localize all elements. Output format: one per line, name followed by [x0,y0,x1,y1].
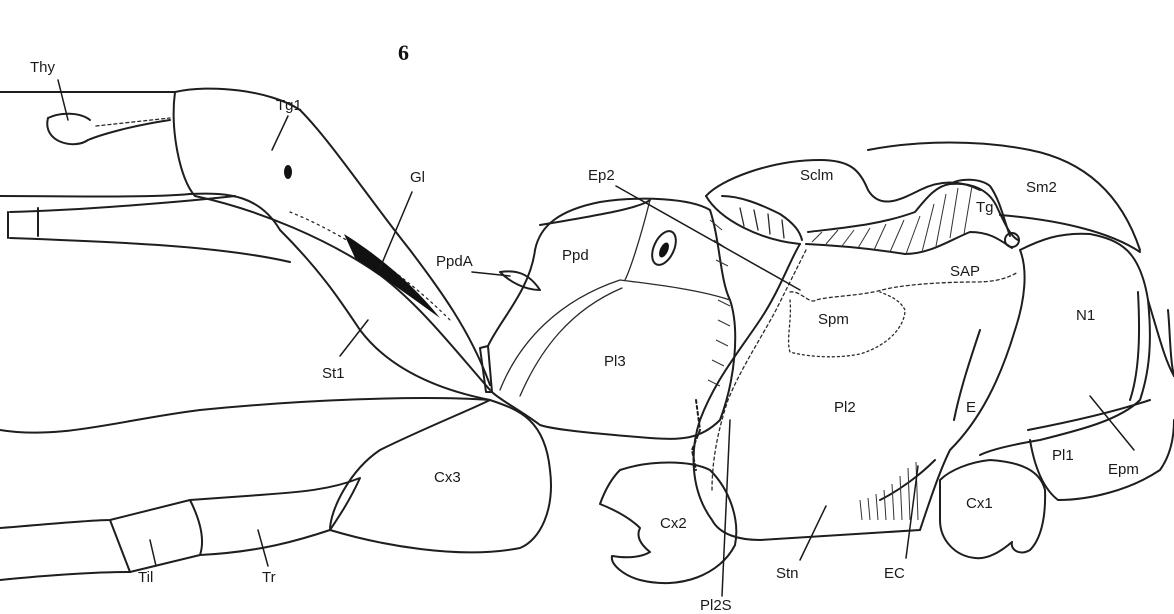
label-st1: St1 [322,365,345,382]
leader-epm [1090,396,1134,450]
leader-stn [800,506,826,560]
leader-lines [58,80,1134,596]
leader-pl2s [722,420,730,596]
label-e: E [966,399,976,416]
label-ep2: Ep2 [588,167,615,184]
label-ppda: PpdA [436,253,473,270]
label-pl3: Pl3 [604,353,626,370]
label-cx1: Cx1 [966,495,993,512]
label-sm2: Sm2 [1026,179,1057,196]
label-til: Til [138,569,153,586]
label-tg1: Tg1 [276,97,302,114]
left-thorax-outline [0,92,290,262]
figure-number: 6 [398,40,409,65]
label-thy: Thy [30,59,56,76]
label-pl2s: Pl2S [700,597,732,614]
leader-st1 [340,320,368,356]
label-sclm: Sclm [800,167,833,184]
coxa-3-region [0,398,551,580]
label-stn: Stn [776,565,799,582]
label-spm: Spm [818,311,849,328]
label-cx3: Cx3 [434,469,461,486]
leader-til [150,540,156,566]
label-tg: Tg [976,199,994,216]
label-cx2: Cx2 [660,515,687,532]
leader-ppda [472,272,510,276]
label-gl: Gl [410,169,425,186]
label-pl1: Pl1 [1052,447,1074,464]
leader-gl [380,192,412,268]
tergum-1-region [174,89,490,400]
label-pl2: Pl2 [834,399,856,416]
label-tr: Tr [262,569,276,586]
label-ppd: Ppd [562,247,589,264]
label-n1: N1 [1076,307,1095,324]
label-ec: EC [884,565,905,582]
label-epm: Epm [1108,461,1139,478]
label-sap: SAP [950,263,980,280]
leader-tg1 [272,116,288,150]
